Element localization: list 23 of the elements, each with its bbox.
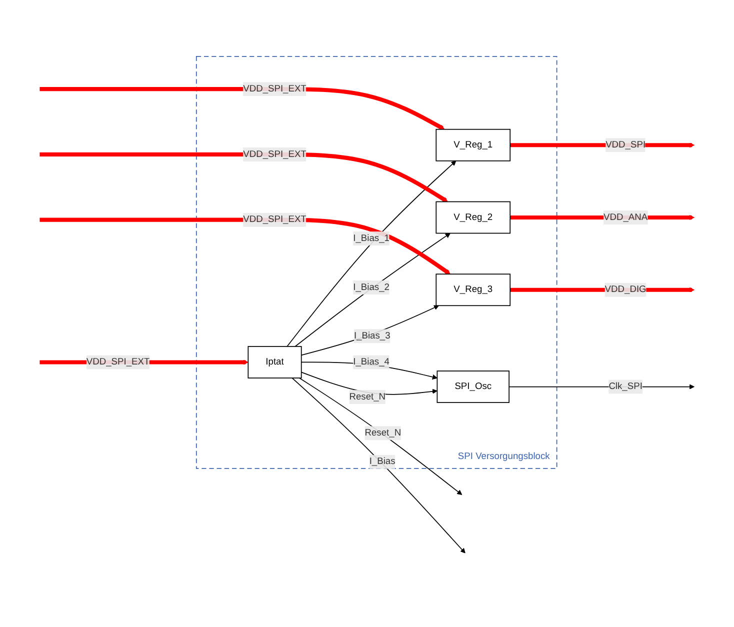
edge-label: VDD_SPI_EXT bbox=[243, 84, 306, 94]
node-box: V_Reg_3 bbox=[436, 274, 511, 306]
node-box: SPI_Osc bbox=[436, 370, 510, 403]
edge-label: VDD_SPI_EXT bbox=[243, 214, 306, 224]
node-box: V_Reg_1 bbox=[436, 128, 511, 162]
edge-label: VDD_ANA bbox=[604, 212, 648, 222]
node-box: Iptat bbox=[248, 346, 302, 378]
arrow bbox=[292, 378, 466, 554]
edge-label: Reset_N bbox=[349, 392, 386, 402]
edge-label: I_Bias_1 bbox=[353, 233, 390, 244]
edge-label: I_Bias_3 bbox=[354, 330, 390, 341]
edge-label: I_Bias_2 bbox=[353, 282, 390, 292]
edge-label: Reset_N bbox=[364, 428, 402, 438]
node-box: V_Reg_2 bbox=[436, 201, 511, 234]
edge-label: VDD_SPI_EXT bbox=[243, 149, 306, 160]
arrow bbox=[298, 378, 462, 495]
edge-label: I_Bias_4 bbox=[353, 356, 390, 367]
edge-label: Clk_SPI bbox=[608, 382, 642, 392]
arrow bbox=[286, 160, 456, 347]
edge-label: VDD_SPI_EXT bbox=[86, 356, 150, 367]
edge-label: VDD_SPI bbox=[606, 140, 646, 150]
edge-label: VDD_DIG bbox=[604, 284, 646, 295]
edge-label: I_Bias bbox=[369, 456, 396, 467]
